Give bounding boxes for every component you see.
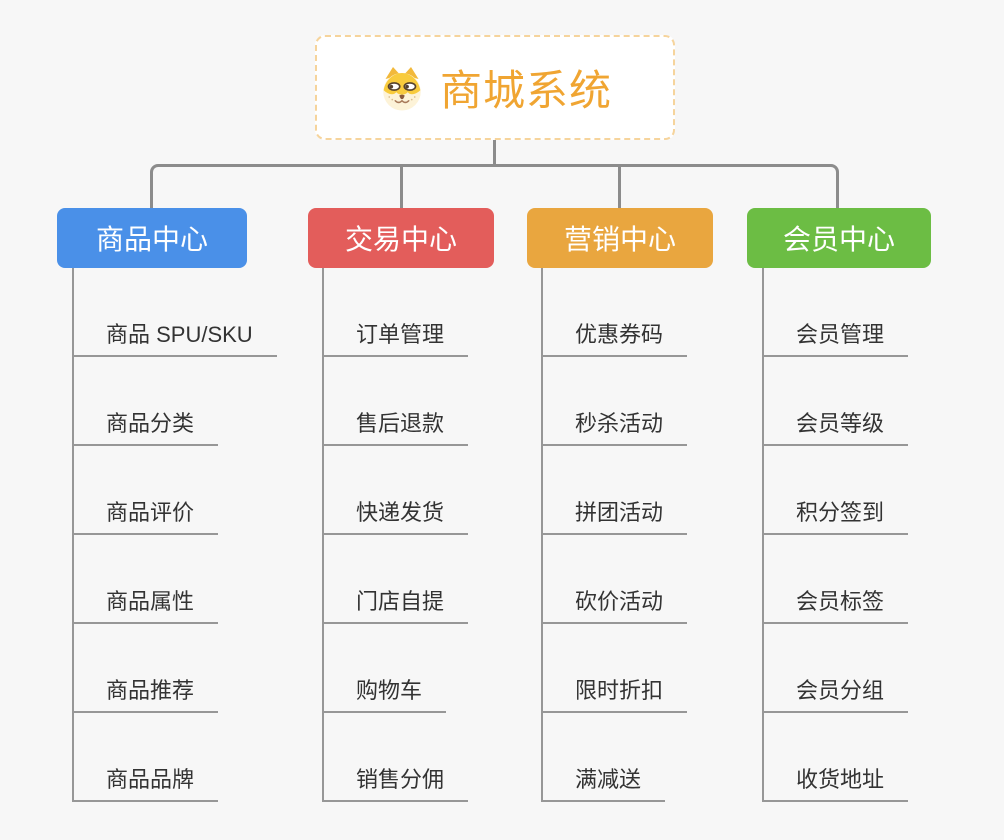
leaf-node[interactable]: 售后退款 xyxy=(322,410,469,446)
root-title: 商城系统 xyxy=(439,67,612,114)
column-spine xyxy=(762,268,764,802)
leaf-node[interactable]: 会员管理 xyxy=(762,321,909,357)
connector-drop-marketing xyxy=(618,167,621,208)
leaf-node[interactable]: 砍价活动 xyxy=(541,588,688,624)
leaf-node[interactable]: 拼团活动 xyxy=(541,499,688,535)
column-spine xyxy=(541,268,543,802)
leaf-node[interactable]: 订单管理 xyxy=(322,321,469,357)
leaf-node[interactable]: 商品分类 xyxy=(72,410,219,446)
leaf-node[interactable]: 商品属性 xyxy=(72,588,219,624)
leaf-node[interactable]: 收货地址 xyxy=(762,766,909,802)
leaf-node[interactable]: 优惠券码 xyxy=(541,321,688,357)
branch-node-marketing-center[interactable]: 营销中心 xyxy=(527,208,713,268)
leaf-node[interactable]: 会员标签 xyxy=(762,588,909,624)
connector-drop-trade xyxy=(400,167,403,208)
leaf-node[interactable]: 商品评价 xyxy=(72,499,219,535)
shiba-dog-icon xyxy=(383,66,421,110)
leaf-node[interactable]: 购物车 xyxy=(322,677,447,713)
leaf-node[interactable]: 会员等级 xyxy=(762,410,909,446)
column-spine xyxy=(322,268,324,802)
leaf-node[interactable]: 满减送 xyxy=(541,766,666,802)
leaf-node[interactable]: 销售分佣 xyxy=(322,766,469,802)
root-node[interactable]: 商城系统 xyxy=(315,35,675,140)
column-spine xyxy=(72,268,74,802)
leaf-node[interactable]: 限时折扣 xyxy=(541,677,688,713)
branch-node-member-center[interactable]: 会员中心 xyxy=(747,208,931,268)
leaf-node[interactable]: 商品推荐 xyxy=(72,677,219,713)
leaf-node[interactable]: 秒杀活动 xyxy=(541,410,688,446)
leaf-node[interactable]: 积分签到 xyxy=(762,499,909,535)
connector-root-drop xyxy=(493,140,496,167)
leaf-node[interactable]: 会员分组 xyxy=(762,677,909,713)
branch-node-product-center[interactable]: 商品中心 xyxy=(57,208,247,268)
leaf-node[interactable]: 商品 SPU/SKU xyxy=(72,321,277,357)
branch-node-trade-center[interactable]: 交易中心 xyxy=(308,208,494,268)
leaf-node[interactable]: 商品品牌 xyxy=(72,766,219,802)
leaf-node[interactable]: 快递发货 xyxy=(322,499,469,535)
connector-bracket xyxy=(150,164,839,208)
leaf-node[interactable]: 门店自提 xyxy=(322,588,469,624)
